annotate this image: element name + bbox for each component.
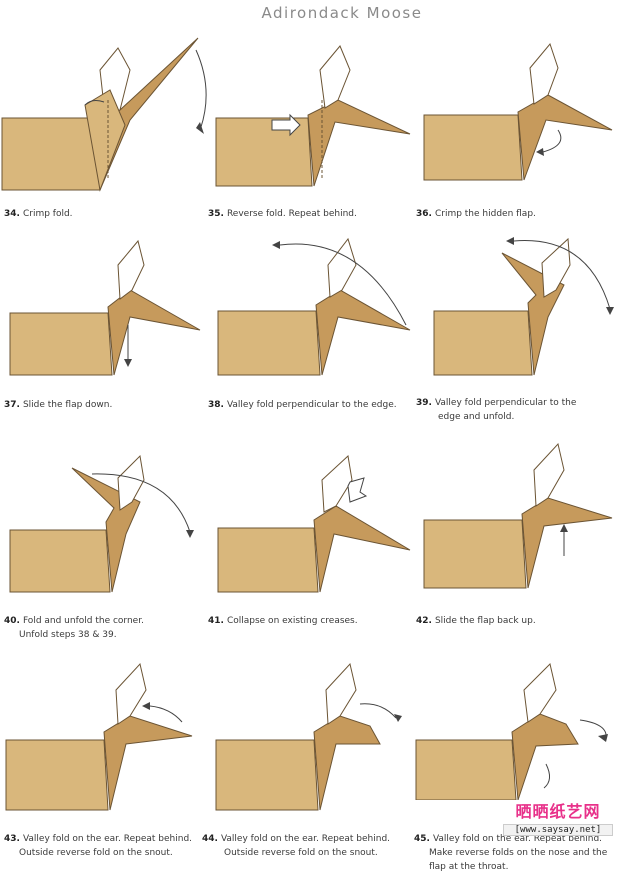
step-36-diagram [418,30,618,230]
step-37-caption: 37.Slide the flap down. [4,400,113,410]
step-34-caption: 34.Crimp fold. [4,209,73,219]
step-42-caption: 42.Slide the flap back up. [416,616,536,626]
step-34-diagram [0,30,207,230]
step-41-caption: 41.Collapse on existing creases. [208,616,358,626]
watermark-brand: 晒晒纸艺网 [515,802,601,821]
step-35-diagram [210,30,411,230]
page-title: Adirondack Moose [261,4,423,22]
step-43-diagram [0,660,200,860]
step-39-caption: 39.Valley fold perpendicular to the edge… [416,398,577,422]
step-40-diagram [0,452,200,652]
step-43-caption: 43.Valley fold on the ear. Repeat behind… [4,834,193,858]
step-41-diagram [210,452,411,652]
watermark-url: [www.saysay.net] [503,824,613,836]
step-45-diagram [412,660,612,860]
site-watermark: 晒晒纸艺网 [www.saysay.net] [503,798,613,836]
step-38-caption: 38.Valley fold perpendicular to the edge… [208,400,397,410]
step-40-caption: 40.Fold and unfold the corner. Unfold st… [4,616,144,640]
step-38-diagram [210,235,411,435]
step-45-caption: 45.Valley fold on the ear. Repeat behind… [414,834,608,872]
step-36-caption: 36.Crimp the hidden flap. [416,209,536,219]
step-35-caption: 35.Reverse fold. Repeat behind. [208,209,357,219]
step-39-diagram [418,235,618,435]
step-44-caption: 44.Valley fold on the ear. Repeat behind… [202,834,391,858]
step-37-diagram [0,235,201,435]
step-42-diagram [418,440,618,640]
step-44-diagram [210,660,410,860]
